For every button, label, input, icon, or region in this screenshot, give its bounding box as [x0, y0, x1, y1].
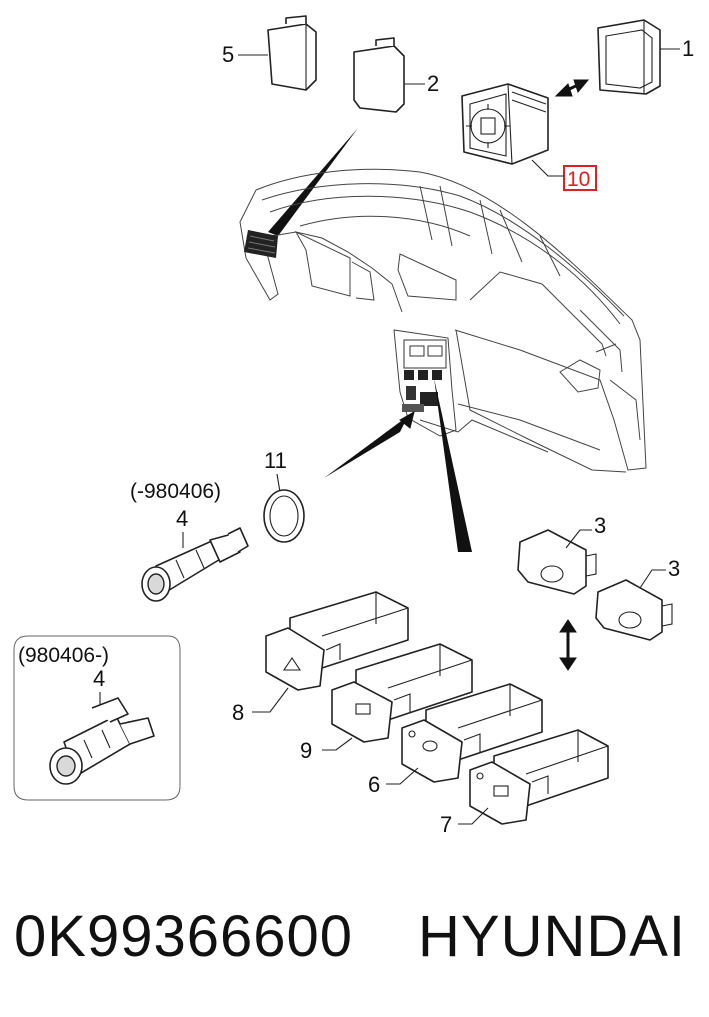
part-10-mirror-switch	[461, 83, 549, 165]
callout-6: 6	[368, 772, 380, 797]
date-code-after: (980406-)	[18, 644, 109, 667]
double-arrow-horizontal	[554, 79, 590, 97]
pointer-wedge-top	[268, 128, 358, 236]
callout-5: 5	[222, 42, 234, 67]
callout-9: 9	[300, 738, 312, 763]
part-3-cap-upper	[517, 529, 597, 595]
caption-bar: 0K99366600 HYUNDAI	[0, 895, 709, 985]
part-4-lighter-early	[141, 527, 249, 602]
brand-name: HYUNDAI	[418, 904, 687, 969]
date-code-before: (-980406)	[130, 480, 221, 503]
pointer-wedge-lighter	[324, 416, 408, 478]
callout-10: 10	[567, 168, 590, 191]
dashboard-illustration	[239, 168, 647, 473]
part-8-hazard-switch	[265, 591, 409, 691]
part-2-cap	[353, 37, 405, 113]
callout-11: 11	[264, 448, 287, 473]
part-3-cap-lower	[595, 579, 673, 641]
part-11-ring	[263, 489, 305, 543]
callout-4-early: 4	[176, 506, 188, 531]
part-1-bezel	[597, 19, 661, 95]
callout-2: 2	[427, 71, 439, 96]
parts-diagram: 5 2 1 10	[13, 15, 694, 837]
callout-1: 1	[682, 36, 694, 61]
inset-box-later-version	[13, 635, 181, 801]
double-arrow-vertical	[559, 619, 577, 671]
callout-8: 8	[232, 700, 244, 725]
callout-10-highlight	[563, 165, 597, 191]
callout-3-upper: 3	[594, 513, 606, 538]
arrow-head-lighter	[399, 410, 415, 429]
callout-7: 7	[440, 812, 452, 837]
callout-4-later: 4	[93, 666, 105, 691]
dashboard-vent-left	[244, 230, 278, 258]
part-9-rear-defrost-switch	[331, 643, 473, 743]
part-number: 0K99366600	[14, 904, 353, 969]
part-6-fog-switch	[401, 683, 543, 783]
part-7-fog-rear-switch	[469, 729, 609, 825]
dashboard-center-console	[402, 339, 447, 412]
pointer-wedge-switches	[434, 378, 472, 552]
callout-3-lower: 3	[668, 556, 680, 581]
part-5-cap	[267, 15, 317, 91]
part-4-lighter-later	[49, 697, 155, 785]
